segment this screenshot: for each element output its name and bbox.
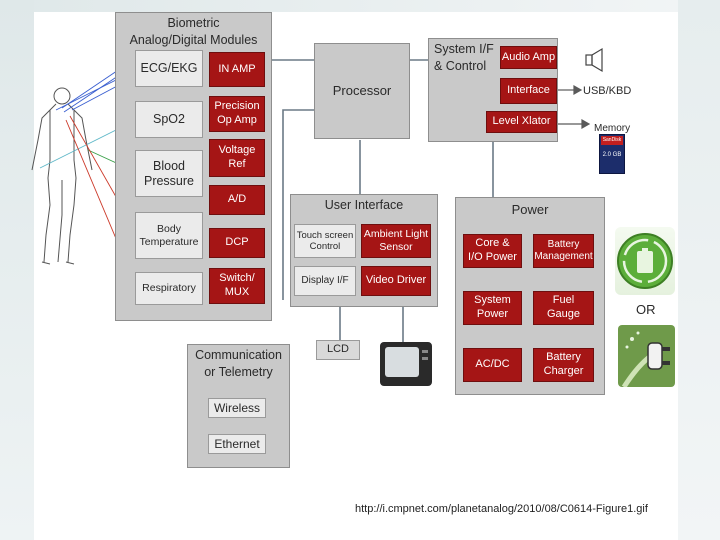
sd-card-brand: SanDisk: [601, 136, 623, 145]
block-fuel-gauge: Fuel Gauge: [533, 291, 594, 325]
slide-background-right: [678, 0, 720, 540]
block-ethernet: Ethernet: [208, 434, 266, 454]
block-system-power: System Power: [463, 291, 522, 325]
source-url-caption: http://i.cmpnet.com/planetanalog/2010/08…: [355, 503, 648, 515]
block-touch-screen-control: Touch screen Control: [294, 224, 356, 258]
label-or: OR: [636, 302, 656, 317]
module-voltage-ref: Voltage Ref: [209, 139, 265, 177]
block-display-if: Display I/F: [294, 266, 356, 296]
sensor-body-temperature: Body Temperature: [135, 212, 203, 259]
speaker-icon: [585, 47, 603, 73]
label-usb-kbd: USB/KBD: [583, 85, 632, 97]
processor-label: Processor: [332, 83, 392, 98]
block-core-io-power: Core & I/O Power: [463, 234, 522, 268]
communication-title: Communication or Telemetry: [195, 348, 282, 379]
recycle-battery-icon: [615, 227, 675, 295]
sensor-blood-pressure: Blood Pressure: [135, 150, 203, 197]
block-wireless: Wireless: [208, 398, 266, 418]
power-title: Power: [511, 202, 549, 217]
label-memory: Memory: [594, 123, 631, 134]
block-level-xlator: Level Xlator: [486, 111, 557, 133]
module-switch-mux: Switch/ MUX: [209, 268, 265, 304]
sensor-respiratory: Respiratory: [135, 272, 203, 305]
sensor-ecg-ekg: ECG/EKG: [135, 50, 203, 87]
module-in-amp: IN AMP: [209, 52, 265, 87]
tv-monitor-icon: [380, 342, 432, 386]
processor-block: Processor: [314, 43, 410, 139]
block-battery-charger: Battery Charger: [533, 348, 594, 382]
sensor-spo2: SpO2: [135, 101, 203, 138]
sd-card-icon: SanDisk 2.0 GB: [599, 134, 625, 174]
line-processor-comm: [282, 109, 314, 300]
block-video-driver: Video Driver: [361, 266, 431, 296]
human-body-icon: [31, 87, 93, 265]
biometric-title: Biometric Analog/Digital Modules: [129, 16, 258, 47]
sd-card-capacity: 2.0 GB: [602, 152, 622, 158]
block-battery-management: Battery Management: [533, 234, 594, 268]
system-if-title: System I/F & Control: [434, 42, 494, 73]
module-precision-op-amp: Precision Op Amp: [209, 96, 265, 132]
block-lcd: LCD: [316, 340, 360, 360]
user-interface-title: User Interface: [324, 198, 404, 212]
power-plug-icon: [618, 325, 675, 389]
slide-background-top: [0, 0, 720, 12]
module-a-d: A/D: [209, 185, 265, 215]
block-audio-amp: Audio Amp: [500, 46, 557, 69]
block-interface: Interface: [500, 78, 557, 104]
block-ac-dc: AC/DC: [463, 348, 522, 382]
module-dcp: DCP: [209, 228, 265, 258]
slide-background-left: [0, 0, 34, 540]
block-ambient-light-sensor: Ambient Light Sensor: [361, 224, 431, 258]
